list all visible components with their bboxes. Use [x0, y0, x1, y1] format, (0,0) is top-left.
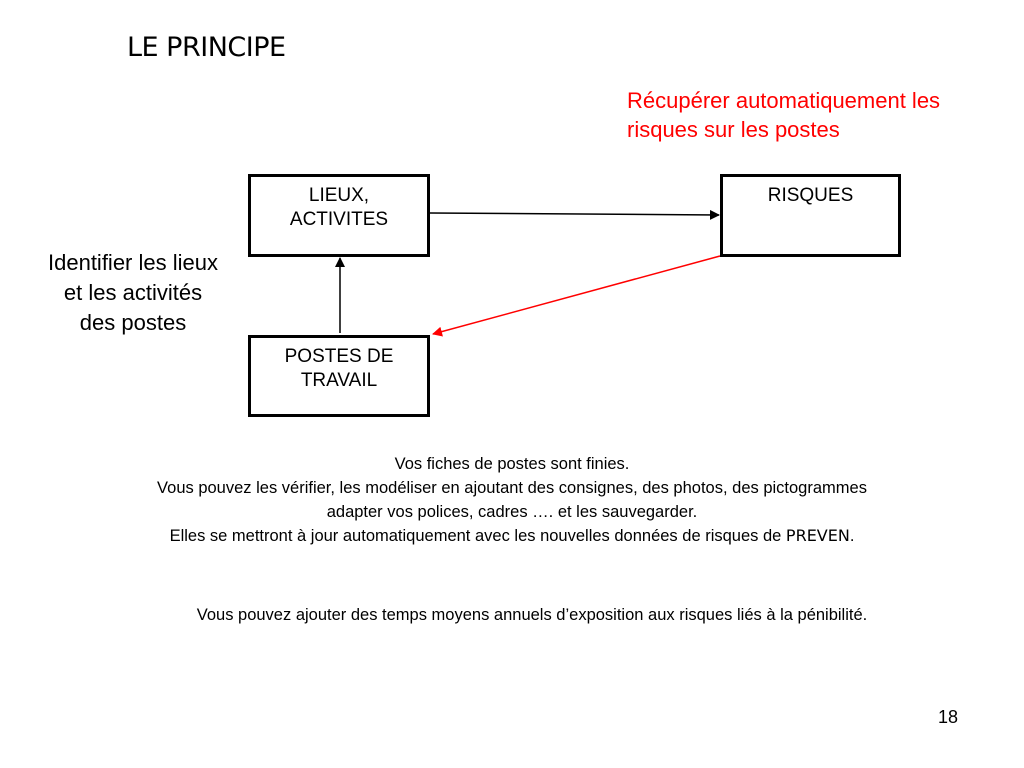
- lieux-activites-box: LIEUX, ACTIVITES: [248, 174, 430, 257]
- postes-de-travail-box: POSTES DE TRAVAIL: [248, 335, 430, 417]
- info-line: adapter vos polices, cadres …. et les sa…: [326, 503, 698, 521]
- box-label: RISQUES: [767, 185, 854, 206]
- identify-line: des postes: [79, 310, 187, 335]
- arrow-risques-to-postes: [432, 255, 721, 337]
- identify-line: et les activités: [63, 280, 203, 305]
- info-line: Elles se mettront à jour automatiquement…: [40, 524, 984, 548]
- goal-line: Récupérer automatiquement les: [627, 88, 941, 113]
- extra-note: Vous pouvez ajouter des temps moyens ann…: [196, 606, 868, 624]
- box-label: LIEUX,: [308, 185, 370, 206]
- identify-line: Identifier les lieux: [48, 250, 218, 275]
- box-label: ACTIVITES: [289, 209, 389, 230]
- risques-box: RISQUES: [720, 174, 901, 257]
- info-line: Vous pouvez les vérifier, les modéliser …: [157, 479, 867, 497]
- arrow-lieux-to-risques: [429, 209, 720, 220]
- goal-line: risques sur les postes: [627, 117, 840, 142]
- info-text: Elles se mettront à jour automatiquement…: [169, 527, 786, 545]
- box-label: POSTES DE: [284, 346, 394, 367]
- slide-title: LE PRINCIPE: [127, 32, 286, 63]
- info-line: Vos fiches de postes sont finies.: [394, 455, 630, 473]
- page-number: 18: [938, 707, 959, 727]
- box-label: TRAVAIL: [300, 370, 378, 391]
- goal-annotation: Récupérer automatiquement les risques su…: [627, 86, 1017, 144]
- info-text: .: [849, 527, 855, 545]
- brand-name: PREVEN: [785, 526, 850, 545]
- info-paragraph: Vos fiches de postes sont finies. Vous p…: [40, 452, 984, 548]
- identify-annotation: Identifier les lieux et les activités de…: [28, 248, 238, 338]
